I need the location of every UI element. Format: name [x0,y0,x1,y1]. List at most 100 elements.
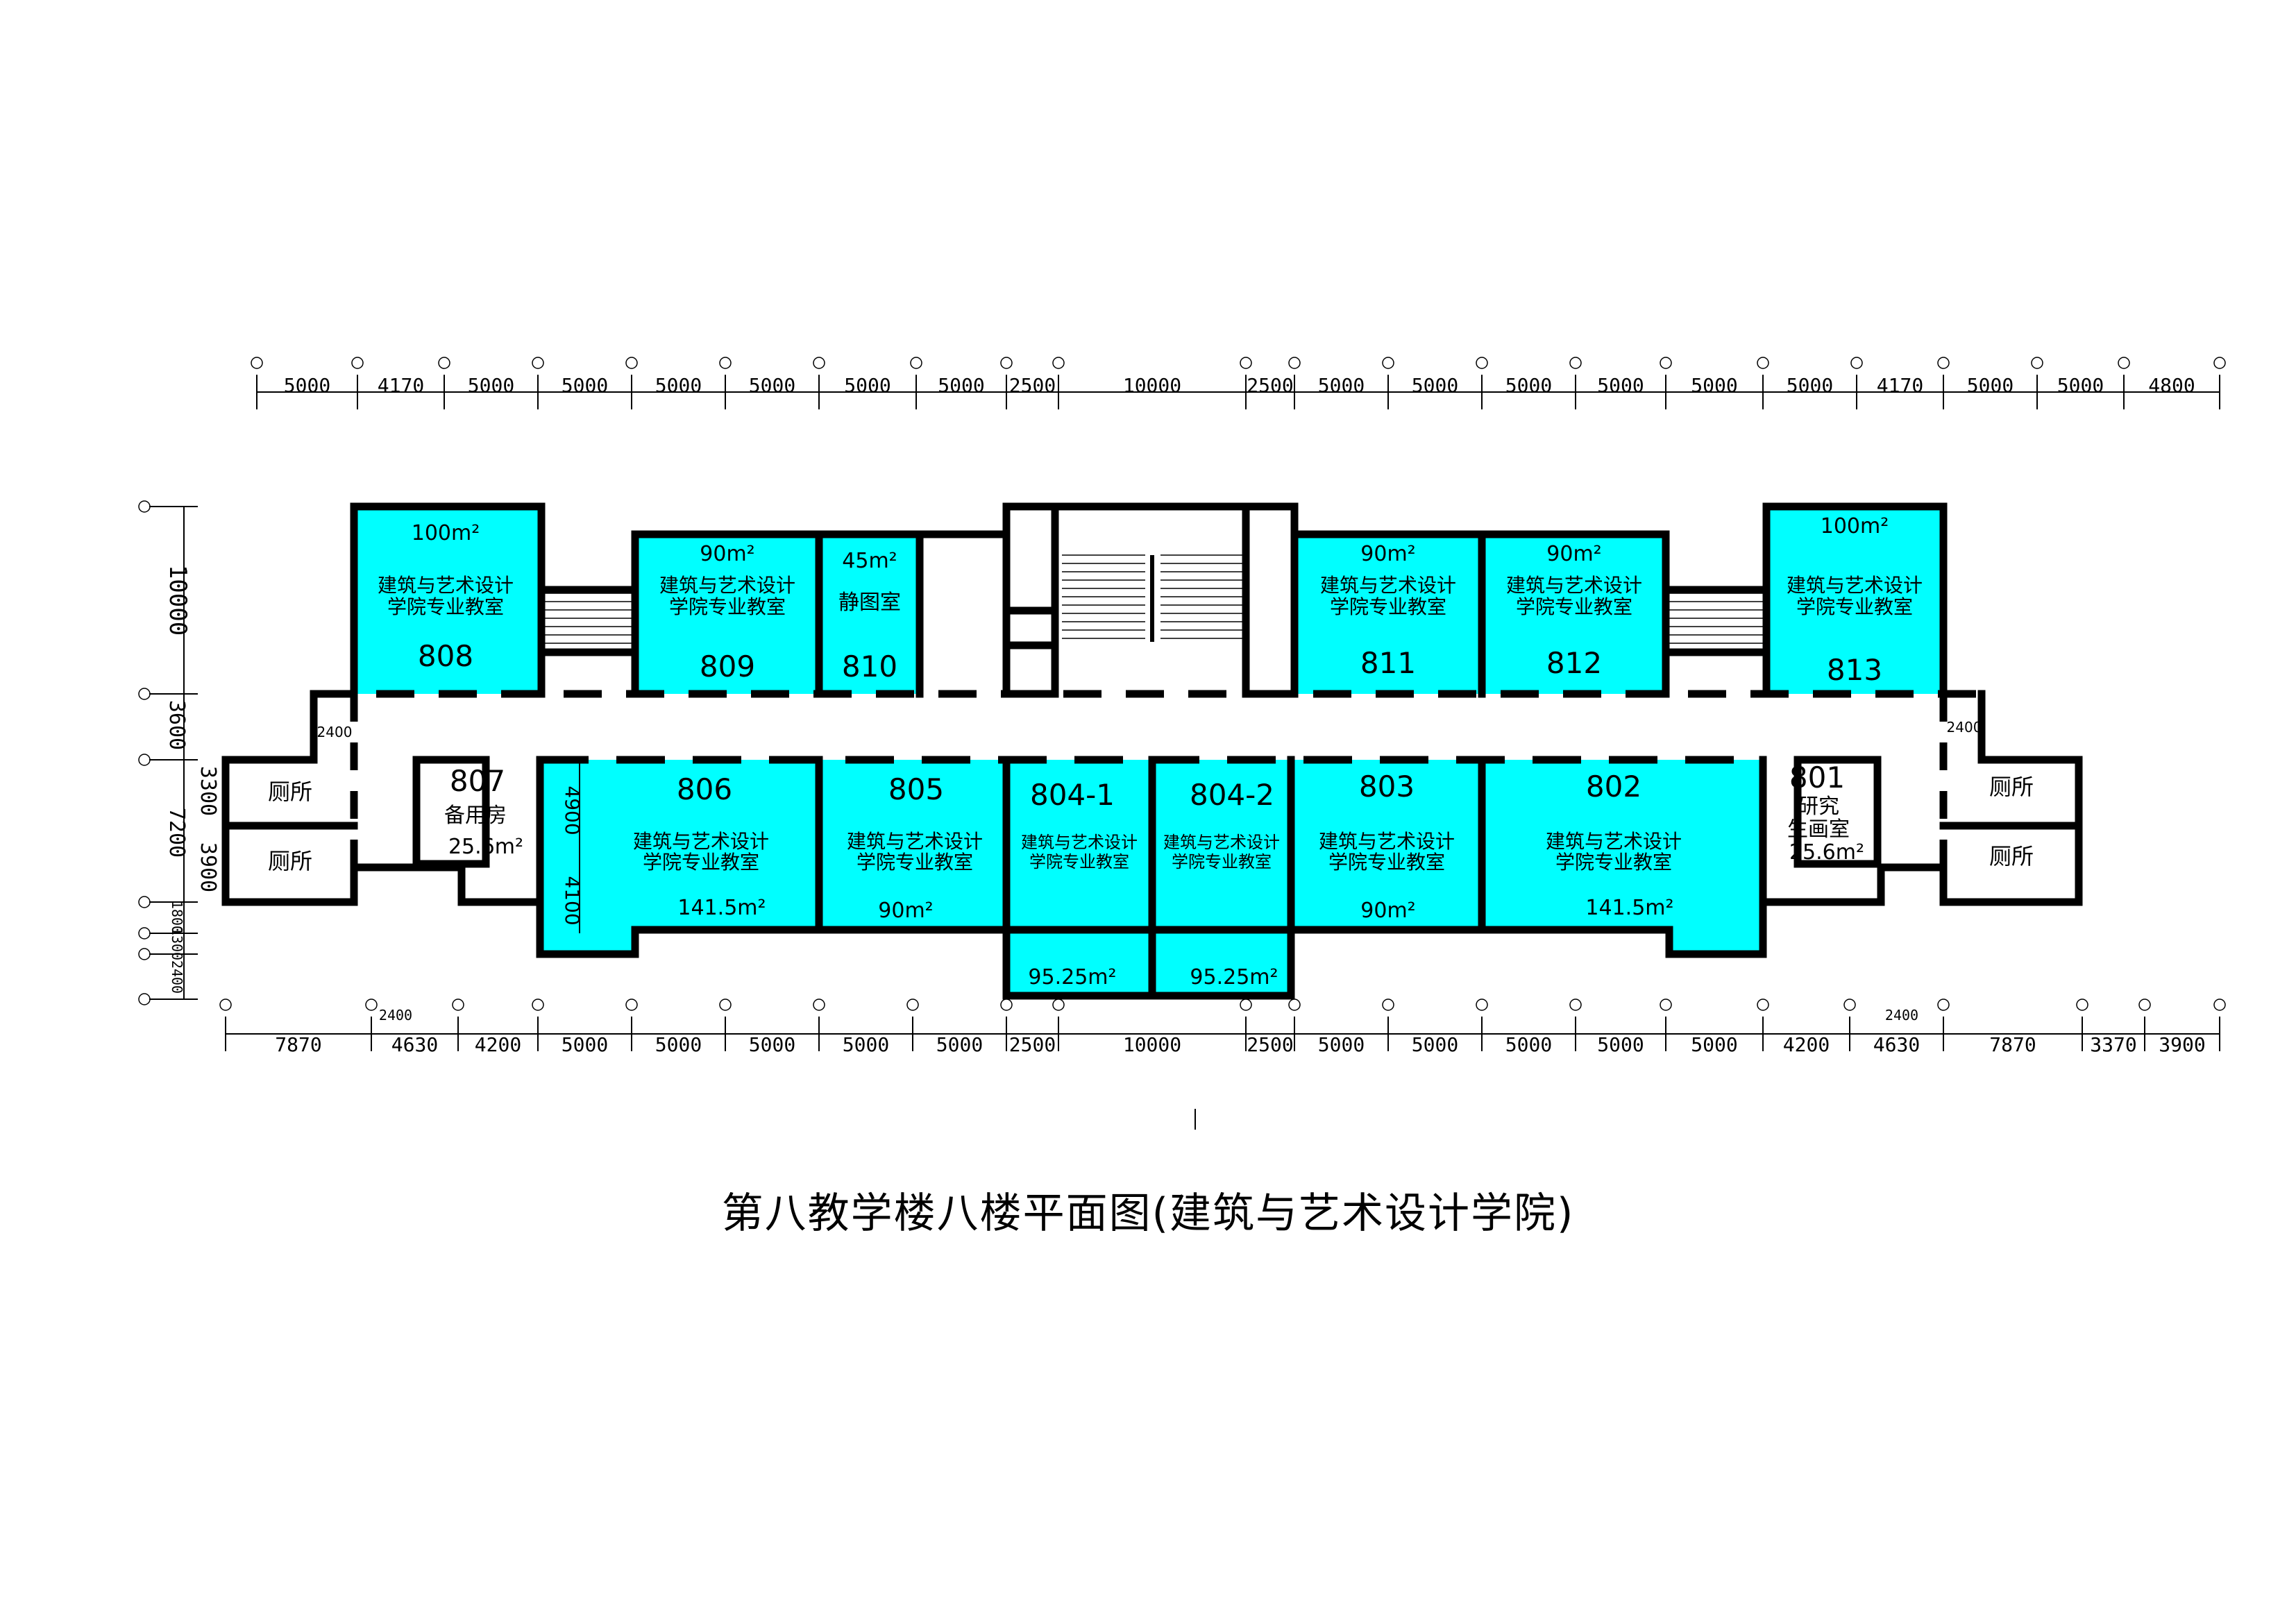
bottom-dim-axis-bubble [1843,999,1856,1011]
room-806-fill[interactable] [540,760,819,954]
top-dim-label: 5000 [1787,374,1833,397]
left-dim-axis-bubble [138,927,151,940]
room-802-name-1: 建筑与艺术设计 [1546,830,1682,853]
top-dim-label: 5000 [284,374,330,397]
room-804-1-area: 95.25m² [1028,965,1116,989]
room-809-fill[interactable] [635,534,819,694]
room-809-name-1: 建筑与艺术设计 [659,574,795,597]
room-807-name: 备用房 [444,804,507,828]
bottom-small-label: 2400 [379,1007,412,1023]
room-810-name: 静图室 [838,590,901,615]
bottom-dim-axis-bubble [219,999,232,1011]
bottom-dim-label: 5000 [749,1033,795,1056]
bottom-dim-axis-bubble [1757,999,1769,1011]
bottom-dim-axis-bubble [1288,999,1301,1011]
room-809-number: 809 [700,649,755,683]
top-dim-label: 4800 [2148,374,2195,397]
room-804-1-fill[interactable] [1006,760,1152,996]
room-801-number: 801 [1789,760,1845,794]
room-801-name-2: 生画室 [1787,817,1850,842]
room-806-name-2: 学院专业教室 [643,851,759,874]
room-808-fill[interactable] [354,507,538,694]
bottom-dim-axis-bubble [452,999,464,1011]
bottom-dim-label: 5000 [1505,1033,1552,1056]
room-811-fill[interactable] [1294,534,1482,694]
page-title: 第八教学楼八楼平面图(建筑与艺术设计学院) [721,1189,1575,1238]
top-dim-label: 5000 [1967,374,2014,397]
room-810-area: 45m² [842,549,897,573]
top-dim-axis-bubble [2213,357,2226,369]
left-dim-label: 7200 [164,808,189,858]
bottom-dim-label: 5000 [1412,1033,1458,1056]
top-dim-label: 10000 [1123,374,1181,397]
room-802-fill[interactable] [1482,760,1763,954]
left-dim-axis-bubble [138,688,151,700]
top-dimension-line: 5000 4170 5000 5000 5000 5000 5000 5000 2500 1000… [251,357,2226,409]
room-805-area: 90m² [878,899,933,923]
bottom-dim-axis-bubble [1476,999,1488,1011]
room-804-1-name-2: 学院专业教室 [1029,852,1129,872]
room-803-area: 90m² [1360,899,1415,923]
toilet-label-nw: 厕所 [268,779,312,805]
room-813-name-1: 建筑与艺术设计 [1787,574,1923,597]
bottom-dim-axis-bubble [1382,999,1394,1011]
bottom-dim-label: 2500 [1009,1033,1056,1056]
room-811-name-1: 建筑与艺术设计 [1320,574,1456,597]
bottom-dim-axis-bubble [1660,999,1672,1011]
room-812-fill[interactable] [1482,534,1666,694]
room-804-2-fill[interactable] [1152,760,1291,996]
top-dim-axis-bubble [1660,357,1672,369]
toilet-label-se: 厕所 [1989,843,2034,869]
top-dim-axis-bubble [2031,357,2043,369]
top-dim-label: 5000 [1318,374,1365,397]
top-dim-axis-bubble [1937,357,1950,369]
room-813-area: 100m² [1821,514,1889,538]
bottom-dim-label: 4630 [1873,1033,1920,1056]
top-dim-label: 5000 [844,374,890,397]
bottom-dim-axis-bubble [1052,999,1065,1011]
bottom-dim-label: 10000 [1123,1033,1181,1056]
room-804-2-number: 804-2 [1190,778,1274,812]
room-805-number: 805 [888,772,944,806]
room-811-name-2: 学院专业教室 [1330,595,1446,618]
left-dim-label: 10000 [164,565,192,636]
top-dim-label: 5000 [1597,374,1644,397]
inner-dim-4900: 4900 [561,785,584,835]
top-dim-label: 5000 [938,374,984,397]
left-dim-axis-bubble [138,896,151,908]
room-804-1-number: 804-1 [1030,778,1115,812]
bottom-dim-axis-bubble [2213,999,2226,1011]
bottom-dim-label: 5000 [843,1033,889,1056]
top-dim-label: 2500 [1247,374,1293,397]
room-813-fill[interactable] [1766,507,1943,694]
top-dim-axis-bubble [1850,357,1863,369]
room-810-fill[interactable] [819,534,920,694]
bottom-dim-label: 3370 [2090,1033,2136,1056]
room-804-1-name-1: 建筑与艺术设计 [1021,833,1138,852]
room-809-name-2: 学院专业教室 [669,595,786,618]
top-dim-axis-bubble [910,357,922,369]
room-805-fill[interactable] [819,760,1006,930]
top-dim-axis-bubble [1288,357,1301,369]
room-803-fill[interactable] [1291,760,1482,930]
top-dim-axis-bubble [1476,357,1488,369]
bottom-dim-label: 5000 [1318,1033,1365,1056]
inner-dim-4100: 4100 [561,876,584,925]
room-808-number: 808 [418,639,473,673]
room-812-name-2: 学院专业教室 [1516,595,1632,618]
corridor-width-east: 2400 [1947,719,1982,736]
left-dim-label: 1300 [169,927,185,960]
left-dim-axis-bubble [138,993,151,1005]
top-dim-label: 4170 [378,374,424,397]
bottom-small-label: 2400 [1885,1007,1918,1023]
toilet-label-sw: 厕所 [268,848,312,874]
top-dim-label: 4170 [1877,374,1923,397]
room-801-name-1: 研究 [1798,794,1839,819]
room-811-area: 90m² [1360,542,1415,566]
room-812-name-1: 建筑与艺术设计 [1506,574,1642,597]
room-807-number: 807 [450,764,505,798]
bottom-dim-axis-bubble [719,999,732,1011]
top-dim-axis-bubble [532,357,544,369]
room-801-area: 25.6m² [1789,840,1864,865]
